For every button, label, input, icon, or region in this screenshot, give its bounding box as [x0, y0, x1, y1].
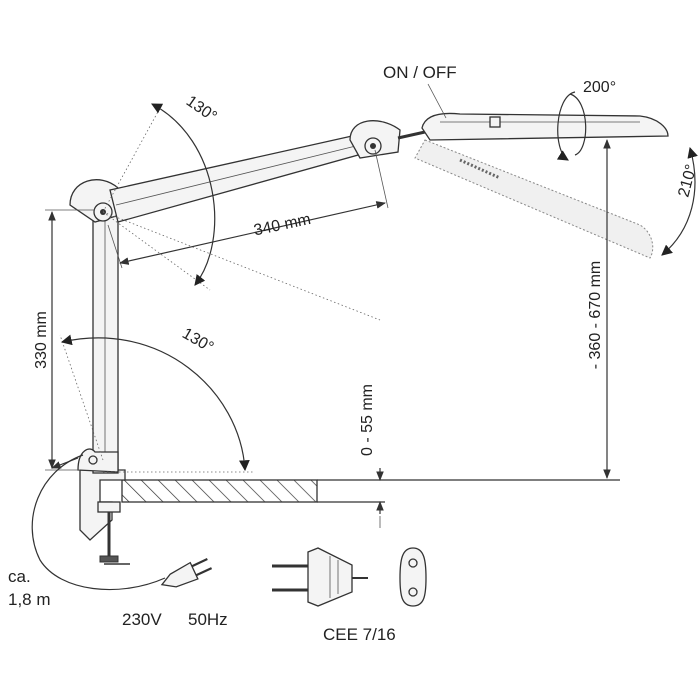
arm-length-dimension	[107, 149, 389, 269]
on-off-label: ON / OFF	[383, 63, 457, 82]
table-clamp	[79, 469, 130, 565]
euro-plug-icon	[160, 558, 213, 588]
column-height-label: 330 mm	[33, 311, 50, 369]
lower-joint-arc	[60, 334, 250, 472]
head-tilt-arrow	[661, 146, 698, 256]
lamp-head-tilted	[414, 139, 654, 259]
cable-length-label-1: ca.	[8, 567, 31, 586]
upper-joint-label: 130°	[183, 93, 220, 126]
head-rotation-label: 200°	[583, 79, 616, 96]
power-frequency-label: 50Hz	[188, 610, 228, 629]
lamp-head	[397, 112, 669, 141]
upper-joint-arc	[151, 103, 216, 286]
lamp-column	[77, 214, 119, 474]
cable-arrow	[51, 457, 79, 469]
height-range-label: - 360 - 670 mm	[587, 261, 604, 369]
power-voltage-label: 230V	[122, 610, 162, 629]
socket-outline-icon	[399, 547, 427, 607]
head-tilt-label: 210°	[675, 163, 700, 199]
table-top	[121, 479, 620, 503]
power-cable	[31, 454, 166, 591]
head-rotation-arrow	[556, 91, 576, 161]
lower-joint-label: 130°	[179, 325, 216, 356]
column-height-dimension	[45, 209, 95, 471]
euro-plug-large-icon	[272, 547, 368, 607]
arm-length-label: 340 mm	[252, 211, 312, 240]
head-rotation-arrow-back	[569, 93, 587, 156]
cable-length-label-2: 1,8 m	[8, 590, 51, 609]
plug-type-label: CEE 7/16	[323, 625, 396, 644]
lamp-arm	[69, 120, 401, 223]
on-off-leader	[427, 83, 447, 119]
clamp-range-label: 0 - 55 mm	[359, 384, 376, 456]
rotation-guides	[59, 107, 381, 473]
